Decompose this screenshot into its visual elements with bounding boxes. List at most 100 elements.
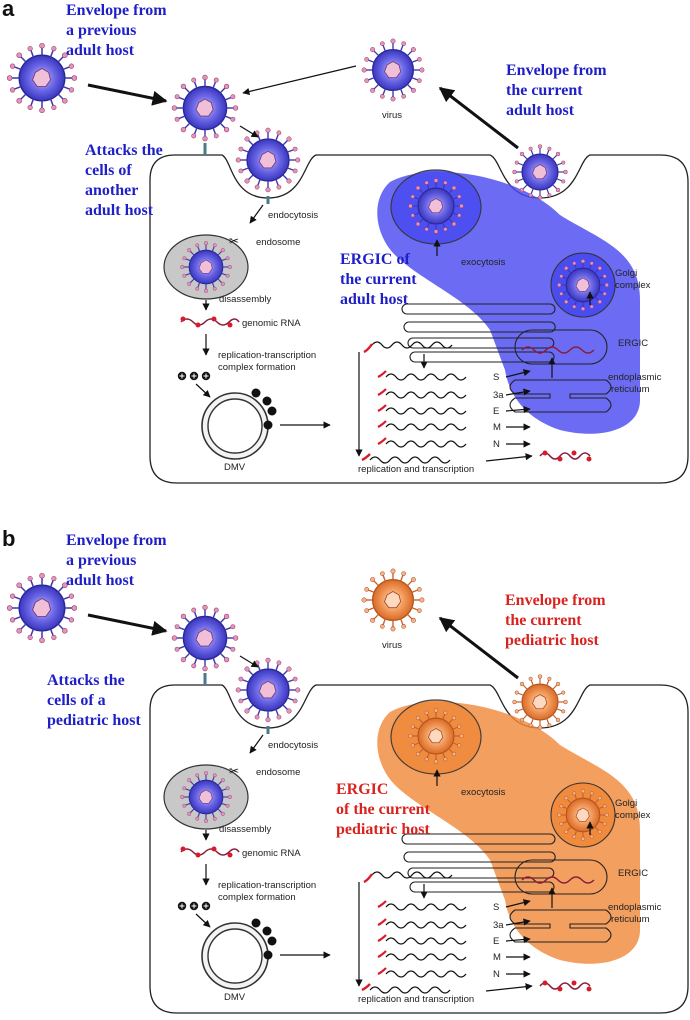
label-rtc-1: replication-transcription [218,880,316,891]
envelope-previous-line-2: a previous [66,22,136,39]
rtc-complex-mark [191,373,197,379]
envelope-current-line-2: the current [505,612,582,629]
label-er-1: endoplasmic [608,902,662,913]
rna-cap [363,343,373,354]
envelope-current-line-1: Envelope from [506,62,607,79]
subgenomic-cap-3a [377,918,387,926]
rna-dot [227,852,233,858]
progeny-rna-dot [586,456,592,462]
dmv-inner [207,928,263,984]
label-virus: virus [382,640,402,651]
endocytosis-virus [235,127,301,193]
attacks-label-line-3: pediatric host [47,712,141,729]
golgi-virus [556,788,610,842]
ergic-rna [521,876,595,884]
subgenomic-rna-M [385,423,467,431]
dmv-inner [207,398,263,454]
envelope-current-line-3: adult host [506,102,575,119]
released-virus [361,38,425,102]
progeny-rna-dot [557,456,563,462]
label-protein-S: S [493,902,499,913]
rtc-complex-mark [203,373,209,379]
arrow-release-to-attach [242,65,357,95]
budding-virus [511,673,569,731]
label-rtc-1: replication-transcription [218,350,316,361]
label-rtc-2: complex formation [218,362,296,373]
rtc-complex-mark [203,903,209,909]
label-protein-S: S [493,372,499,383]
rna-dot [211,316,217,322]
arrow-to-progeny [485,453,533,462]
ergic-compartment [514,859,608,895]
label-endocytosis: endocytosis [268,740,318,751]
ergic-host-label-line-1: ERGIC of [340,251,410,268]
subgenomic-cap-N [377,437,387,445]
arrow-previous-to-attach [87,613,168,636]
envelope-current-line-3: pediatric host [505,632,599,649]
envelope-previous-line-1: Envelope from [66,2,167,19]
subgenomic-rna-S [385,903,467,911]
label-disassembly: disassembly [219,294,272,305]
label-ergic: ERGIC [618,868,648,879]
label-genomic-rna: genomic RNA [242,848,301,859]
golgi-cisterna [403,851,556,863]
progeny-rna-dot [571,980,577,986]
arrow-previous-to-attach [87,83,168,106]
label-exocytosis: exocytosis [461,257,506,268]
endosome-virus [179,240,233,294]
arrow-to-endosome [249,734,264,754]
new-genome-strand [369,456,451,464]
golgi-cisterna [401,303,556,315]
label-er-2: reticulum [611,914,650,925]
label-virus: virus [382,110,402,121]
label-golgi-1: Golgi [615,798,637,809]
subgenomic-cap-E [377,404,387,412]
new-genome-strand [369,986,451,994]
golgi-cisterna [407,337,555,349]
arrow-protein-E [505,405,531,414]
genomic-rna-strand [180,318,240,326]
attacks-label-line-3: another [85,182,138,199]
subgenomic-rna-M [385,953,467,961]
label-protein-E: E [493,406,499,417]
label-ergic: ERGIC [618,338,648,349]
genomic-rna-strand [180,848,240,856]
arrow-to-dmv [195,383,211,398]
subgenomic-cap-3a [377,388,387,396]
progeny-rna-dot [571,450,577,456]
rna-cap [363,873,373,884]
label-dmv: DMV [224,992,246,1003]
arrow-protein-3a [505,388,531,396]
ergic-rna [521,346,595,354]
panel-b: bexocytosisGolgicomplexERGICendoplasmicr… [2,526,689,1014]
vesicle-virus [407,707,465,765]
progeny-rna-dot [542,980,548,986]
arrow-to-endosome [249,204,264,224]
golgi-cisterna [407,867,555,879]
rna-dot [211,846,217,852]
progeny-rna-dot [542,450,548,456]
label-protein-3a: 3a [493,390,504,401]
arrow-to-dmv [195,913,211,928]
dmv-complex-dot [262,396,272,406]
envelope-previous-line-2: a previous [66,552,136,569]
subgenomic-rna-S [385,373,467,381]
label-protein-M: M [493,422,501,433]
dmv-complex-dot [263,950,273,960]
ergic-host-label-line-1: ERGIC [336,781,388,798]
budding-virus [511,143,569,201]
rtc-complex-mark [179,903,185,909]
golgi-cisterna [403,321,556,333]
endoplasmic-reticulum-shape [509,379,612,413]
dmv-complex-dot [251,918,261,928]
label-endocytosis: endocytosis [268,210,318,221]
subgenomic-cap-S [377,900,387,908]
dmv-complex-dot [267,406,277,416]
rtc-complex-mark [179,373,185,379]
panel-letter: a [2,0,15,21]
rna-template-strand [371,341,453,349]
label-replication: replication and transcription [358,994,474,1005]
subgenomic-cap-M [377,420,387,428]
subgenomic-cap-E [377,934,387,942]
endoplasmic-reticulum-shape [509,909,612,943]
